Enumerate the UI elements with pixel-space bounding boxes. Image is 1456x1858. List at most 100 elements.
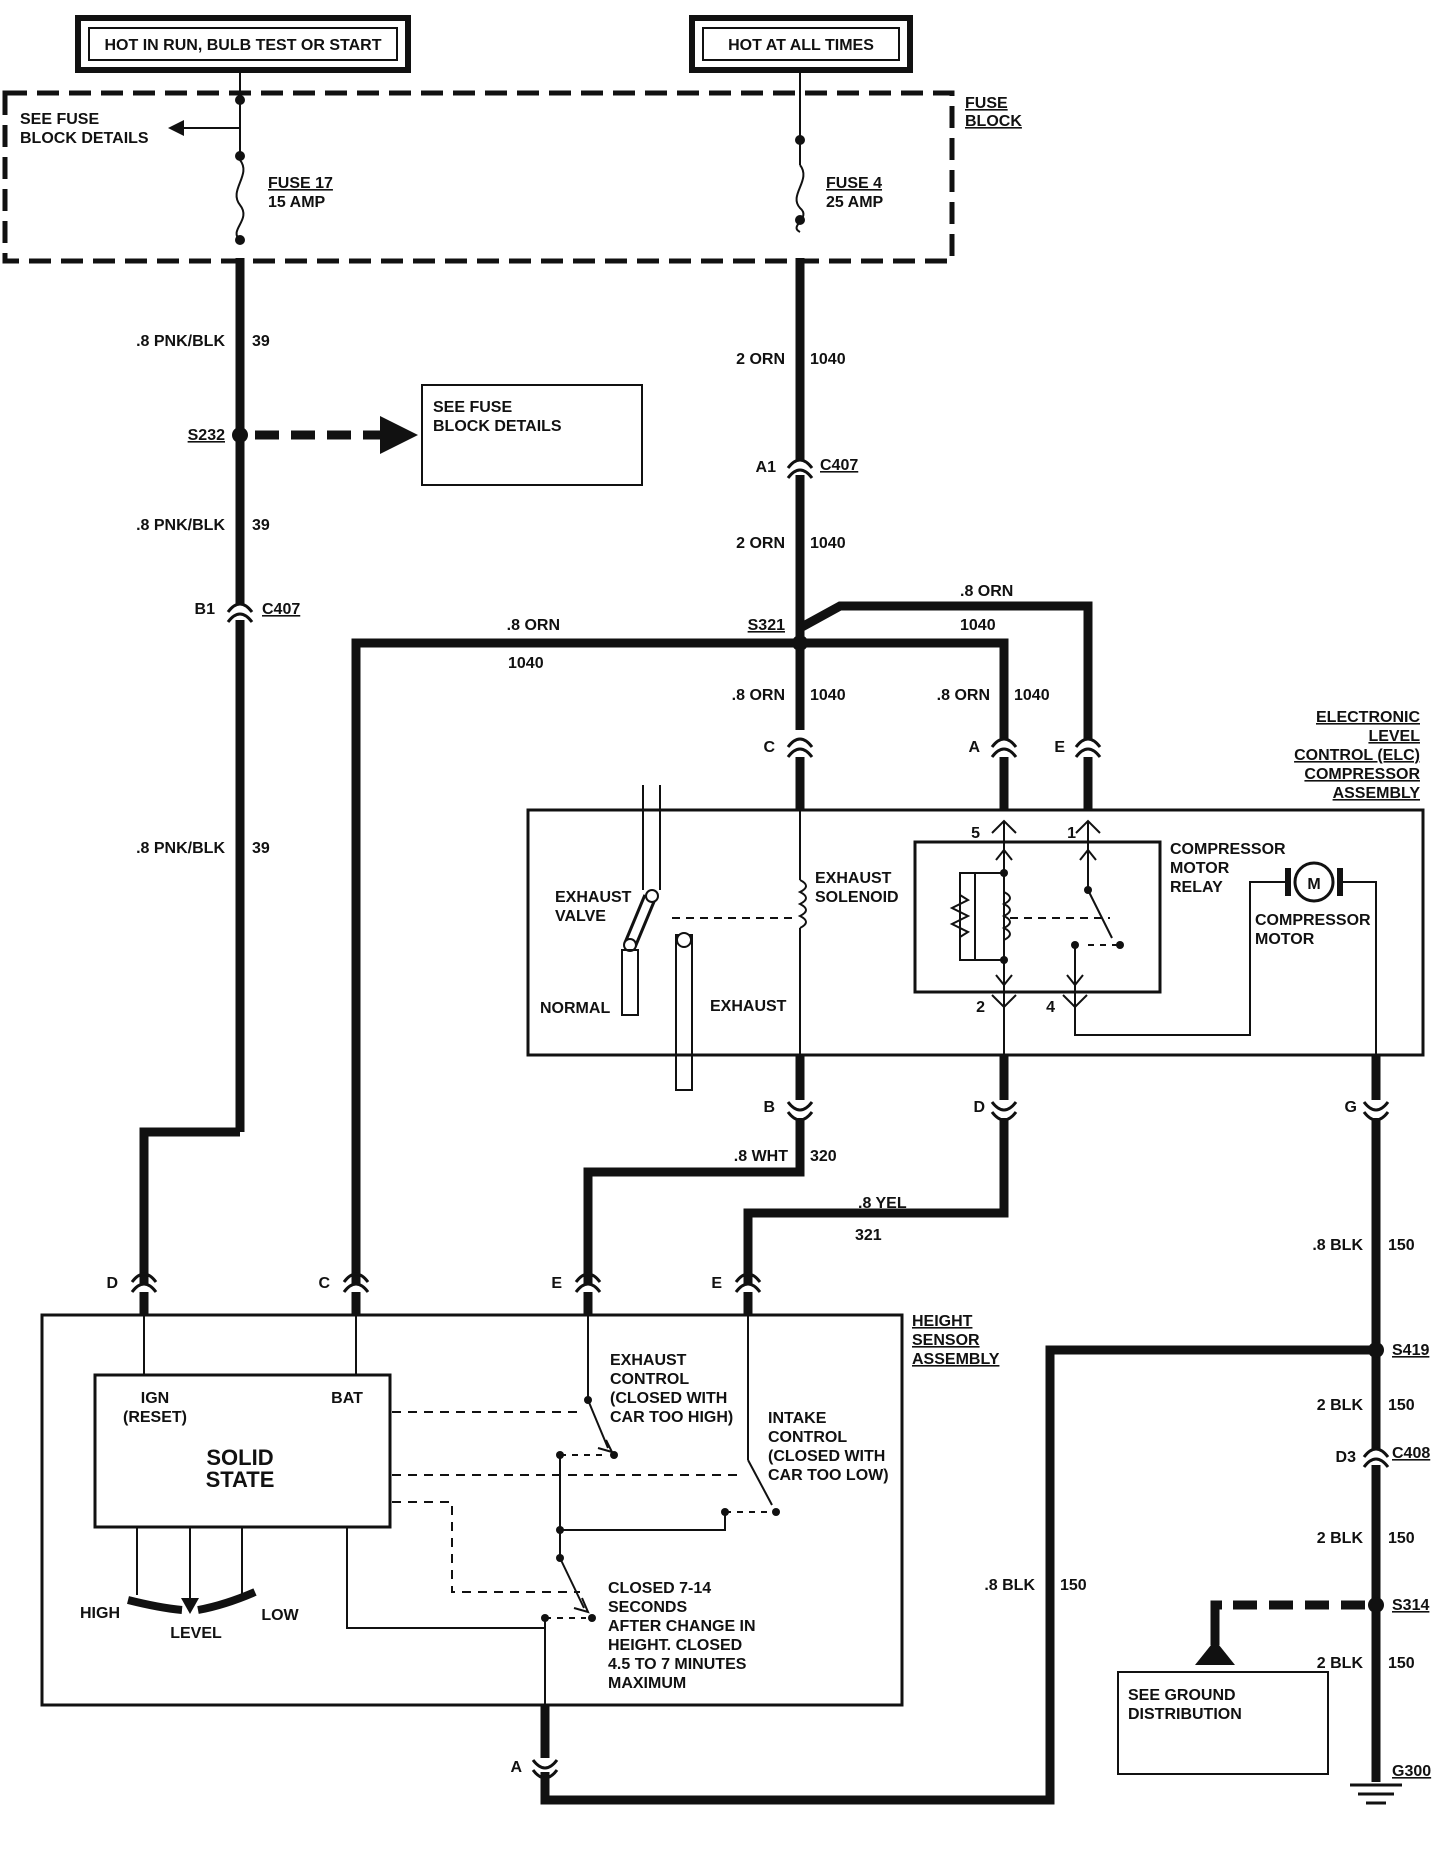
timer-3: AFTER CHANGE IN bbox=[608, 1618, 756, 1635]
elc-title-5: ASSEMBLY bbox=[1333, 785, 1421, 802]
elc-title-1: ELECTRONIC bbox=[1316, 709, 1420, 726]
hs-pin-a: A bbox=[510, 1759, 522, 1776]
height-sensor-assembly: HEIGHT SENSOR ASSEMBLY D C E E IGN (RESE… bbox=[40, 1272, 1000, 1780]
exhaust-valve-label-1: EXHAUST bbox=[555, 889, 632, 906]
orn-a-spec: .8 ORN bbox=[937, 687, 990, 704]
pnkblk-circuit-1: 39 bbox=[252, 333, 270, 350]
orn-left-spec: .8 ORN bbox=[507, 617, 560, 634]
source-hot-in-run: HOT IN RUN, BULB TEST OR START bbox=[75, 15, 411, 73]
elc-title-3: CONTROL (ELC) bbox=[1294, 747, 1420, 764]
normal-label: NORMAL bbox=[540, 1000, 610, 1017]
c407-center: C407 bbox=[820, 457, 858, 474]
exh-ctrl-2: CONTROL bbox=[610, 1371, 689, 1388]
orn-c-spec: .8 ORN bbox=[732, 687, 785, 704]
elc-pin-a: A bbox=[968, 739, 980, 756]
fuse-block: FUSE BLOCK SEE FUSE BLOCK DETAILS FUSE 1… bbox=[2, 70, 1022, 264]
orn-spec-2: 2 ORN bbox=[736, 535, 785, 552]
orn-spec-1: 2 ORN bbox=[736, 351, 785, 368]
int-ctrl-1: INTAKE bbox=[768, 1410, 827, 1427]
wire-pnk-blk-39: .8 PNK/BLK 39 .8 PNK/BLK 39 .8 PNK/BLK 3… bbox=[136, 258, 643, 1285]
source-hot-at-all-times: HOT AT ALL TIMES bbox=[689, 15, 913, 73]
orn-circuit-2: 1040 bbox=[810, 535, 846, 552]
elc-pin-b: B bbox=[763, 1099, 775, 1116]
bat-label: BAT bbox=[331, 1390, 363, 1407]
b1-pin: B1 bbox=[195, 601, 216, 618]
elc-pin-c: C bbox=[763, 739, 775, 756]
exhaust-label: EXHAUST bbox=[710, 998, 787, 1015]
blk2-spec-1: 2 BLK bbox=[1317, 1397, 1364, 1414]
ground-box-2: DISTRIBUTION bbox=[1128, 1706, 1242, 1723]
fuse-see-details-2: BLOCK DETAILS bbox=[20, 130, 149, 147]
blk8-spec-left: .8 BLK bbox=[984, 1577, 1035, 1594]
blk-circuit-4: 150 bbox=[1388, 1655, 1415, 1672]
yel-spec: .8 YEL bbox=[858, 1195, 907, 1212]
elc-pin-g: G bbox=[1345, 1099, 1357, 1116]
orn-a-circuit: 1040 bbox=[1014, 687, 1050, 704]
wire-wht-320: .8 WHT 320 bbox=[583, 1118, 837, 1285]
blk2-spec-3: 2 BLK bbox=[1317, 1655, 1364, 1672]
wire-blk-150: .8 BLK 150 S419 2 BLK 150 D3 C408 2 BLK … bbox=[540, 1118, 1431, 1805]
hs-title-2: SENSOR bbox=[912, 1332, 980, 1349]
exh-ctrl-4: CAR TOO HIGH) bbox=[610, 1409, 733, 1426]
int-ctrl-4: CAR TOO LOW) bbox=[768, 1467, 889, 1484]
solid-state-1: SOLID bbox=[206, 1445, 273, 1470]
hot-run-label: HOT IN RUN, BULB TEST OR START bbox=[104, 37, 381, 54]
a1-pin: A1 bbox=[756, 459, 777, 476]
relay-pin-5: 5 bbox=[971, 825, 980, 842]
relay-pin-2: 2 bbox=[976, 999, 985, 1016]
int-ctrl-2: CONTROL bbox=[768, 1429, 847, 1446]
c408-label: C408 bbox=[1392, 1445, 1430, 1462]
motor-symbol: M bbox=[1307, 876, 1320, 893]
hs-pin-d: D bbox=[106, 1275, 118, 1292]
pnkblk-spec-3: .8 PNK/BLK bbox=[136, 840, 225, 857]
fuse17-name: FUSE 17 bbox=[268, 175, 333, 192]
motor-label-1: COMPRESSOR bbox=[1255, 912, 1371, 929]
s232-label: S232 bbox=[188, 427, 225, 444]
solenoid-label-2: SOLENOID bbox=[815, 889, 899, 906]
timer-6: MAXIMUM bbox=[608, 1675, 686, 1692]
level-label: LEVEL bbox=[170, 1625, 222, 1642]
wire-yel-321: .8 YEL 321 bbox=[743, 1118, 1009, 1285]
relay-label-3: RELAY bbox=[1170, 879, 1223, 896]
hs-pin-c: C bbox=[318, 1275, 330, 1292]
relay-pin-1: 1 bbox=[1067, 825, 1076, 842]
fuse-block-title-2: BLOCK bbox=[965, 113, 1022, 130]
wire-orn-1040: 2 ORN 1040 A1 C407 2 ORN 1040 S321 .8 OR… bbox=[351, 258, 1093, 1285]
orn-left-circuit: 1040 bbox=[508, 655, 544, 672]
timer-1: CLOSED 7-14 bbox=[608, 1580, 711, 1597]
elc-title-4: COMPRESSOR bbox=[1304, 766, 1420, 783]
blk-circuit-3: 150 bbox=[1388, 1530, 1415, 1547]
g300-label: G300 bbox=[1392, 1763, 1431, 1780]
orn-circuit-1: 1040 bbox=[810, 351, 846, 368]
exhaust-valve-label-2: VALVE bbox=[555, 908, 606, 925]
orn-c-circuit: 1040 bbox=[810, 687, 846, 704]
orn-upper-spec: .8 ORN bbox=[960, 583, 1013, 600]
solid-state-2: STATE bbox=[206, 1467, 275, 1492]
pnkblk-spec-1: .8 PNK/BLK bbox=[136, 333, 225, 350]
c407-left: C407 bbox=[262, 601, 300, 618]
orn-right-circuit: 1040 bbox=[960, 617, 996, 634]
ground-box-1: SEE GROUND bbox=[1128, 1687, 1236, 1704]
pnkblk-circuit-3: 39 bbox=[252, 840, 270, 857]
fuse4-name: FUSE 4 bbox=[826, 175, 882, 192]
blk-circuit-5: 150 bbox=[1060, 1577, 1087, 1594]
low-label: LOW bbox=[261, 1607, 299, 1624]
hot-all-times-label: HOT AT ALL TIMES bbox=[728, 37, 874, 54]
timer-2: SECONDS bbox=[608, 1599, 687, 1616]
fuse4-rating: 25 AMP bbox=[826, 194, 884, 211]
blk8-spec-right: .8 BLK bbox=[1312, 1237, 1363, 1254]
elc-title-2: LEVEL bbox=[1368, 728, 1420, 745]
fuse-block-title-1: FUSE bbox=[965, 95, 1008, 112]
s232-box-1: SEE FUSE bbox=[433, 399, 512, 416]
blk-circuit-2: 150 bbox=[1388, 1397, 1415, 1414]
wht-spec: .8 WHT bbox=[734, 1148, 788, 1165]
hs-pin-e1: E bbox=[551, 1275, 562, 1292]
pnkblk-spec-2: .8 PNK/BLK bbox=[136, 517, 225, 534]
yel-circuit: 321 bbox=[855, 1227, 882, 1244]
ign-label-1: IGN bbox=[141, 1390, 169, 1407]
s232-box-2: BLOCK DETAILS bbox=[433, 418, 562, 435]
fuse-see-details-1: SEE FUSE bbox=[20, 111, 99, 128]
hs-pin-e2: E bbox=[711, 1275, 722, 1292]
elc-pin-d: D bbox=[973, 1099, 985, 1116]
hs-title-3: ASSEMBLY bbox=[912, 1351, 1000, 1368]
